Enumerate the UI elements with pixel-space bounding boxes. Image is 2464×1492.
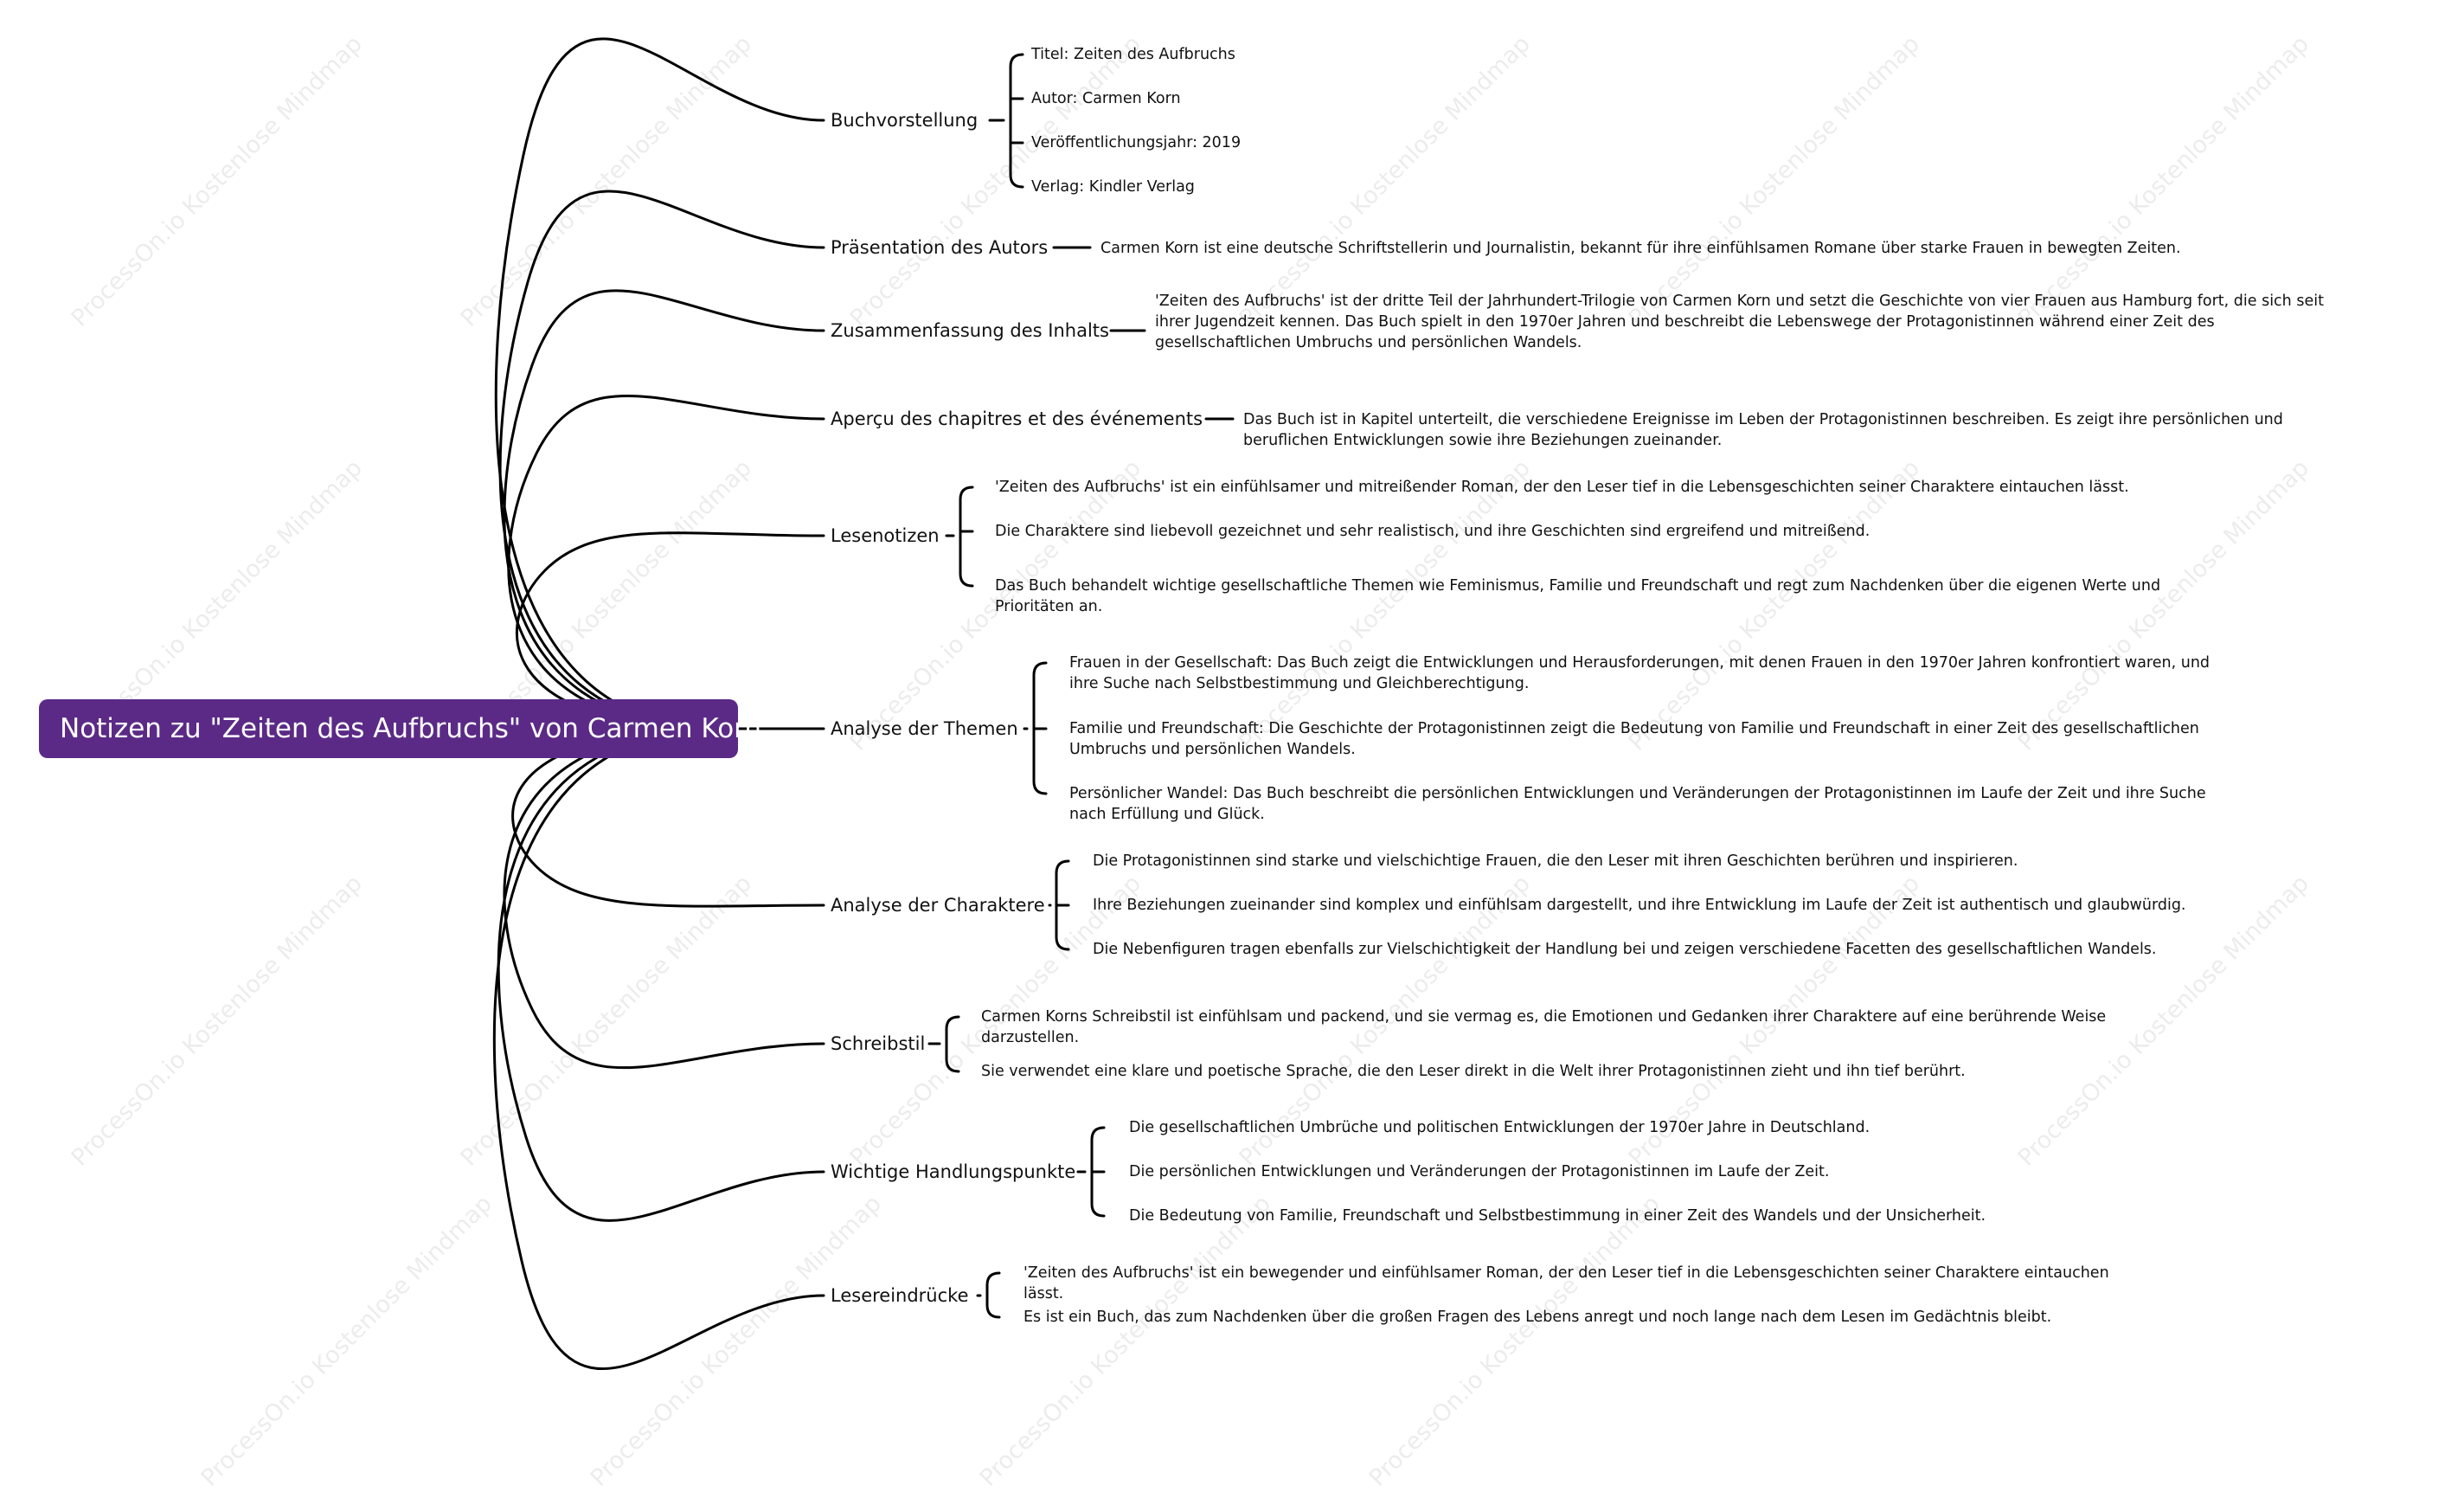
leaf-zusammenfassung-1[interactable]: 'Zeiten des Aufbruchs' ist der dritte Te… <box>1155 293 2324 351</box>
connector-root-apercu <box>507 394 825 730</box>
leaf-charaktere-3[interactable]: Die Nebenfiguren tragen ebenfalls zur Vi… <box>1093 941 2157 958</box>
connector-root-schreibstil <box>503 727 825 1070</box>
leaf-buchvorstellung-2[interactable]: Autor: Carmen Korn <box>1031 90 1181 107</box>
leaf-buchvorstellung-3[interactable]: Veröffentlichungsjahr: 2019 <box>1031 134 1242 151</box>
leaf-schreibstil-1[interactable]: Carmen Korns Schreibstil ist einfühlsam … <box>981 1008 2107 1046</box>
topic-zusammenfassung[interactable]: Zusammenfassung des Inhalts <box>831 320 1109 341</box>
leaf-lesereindruecke-1[interactable]: 'Zeiten des Aufbruchs' ist ein bewegende… <box>1023 1264 2109 1302</box>
topic-praesentation-autor[interactable]: Präsentation des Autors <box>831 237 1049 258</box>
leaf-buchvorstellung-1[interactable]: Titel: Zeiten des Aufbruchs <box>1031 46 1235 63</box>
connector-root-praesentation-autor <box>498 190 825 730</box>
leaf-themen-2[interactable]: Familie und Freundschaft: Die Geschichte… <box>1069 720 2199 758</box>
leaf-handlungspunkte-3[interactable]: Die Bedeutung von Familie, Freundschaft … <box>1129 1207 1986 1225</box>
bracket-lesenotizen <box>959 486 974 588</box>
leaf-themen-3[interactable]: Persönlicher Wandel: Das Buch beschreibt… <box>1069 785 2206 823</box>
leaf-schreibstil-2[interactable]: Sie verwendet eine klare und poetische S… <box>981 1063 1966 1080</box>
leaf-charaktere-1[interactable]: Die Protagonistinnen sind starke und vie… <box>1093 852 2018 870</box>
connector-root-zusammenfassung <box>503 289 825 730</box>
leaf-lesenotizen-1[interactable]: 'Zeiten des Aufbruchs' ist ein einfühlsa… <box>995 479 2129 496</box>
bracket-buchvorstellung <box>1009 53 1024 189</box>
topic-apercu[interactable]: Aperçu des chapitres et des événements <box>831 408 1203 429</box>
bracket-lesereindruecke <box>985 1271 1001 1319</box>
root-topic[interactable]: Notizen zu "Zeiten des Aufbruchs" von Ca… <box>39 699 761 758</box>
leaf-lesenotizen-3[interactable]: Das Buch behandelt wichtige gesellschaft… <box>995 577 2161 615</box>
topic-lesereindruecke[interactable]: Lesereindrücke <box>831 1285 969 1306</box>
leaf-handlungspunkte-2[interactable]: Die persönlichen Entwicklungen und Verän… <box>1129 1163 1830 1180</box>
leaf-charaktere-2[interactable]: Ihre Beziehungen zueinander sind komplex… <box>1093 897 2186 914</box>
leaf-praesentation-autor-1[interactable]: Carmen Korn ist eine deutsche Schriftste… <box>1100 240 2181 257</box>
leaf-themen-1[interactable]: Frauen in der Gesellschaft: Das Buch zei… <box>1069 654 2211 692</box>
topic-themen[interactable]: Analyse der Themen <box>831 718 1018 739</box>
connector-root-buchvorstellung <box>494 37 825 730</box>
leaf-lesenotizen-2[interactable]: Die Charaktere sind liebevoll gezeichnet… <box>995 523 1870 540</box>
bracket-schreibstil <box>945 1015 960 1073</box>
leaf-apercu-1[interactable]: Das Buch ist in Kapitel unterteilt, die … <box>1243 411 2283 449</box>
connector-root-handlungspunkte <box>497 727 825 1222</box>
topic-handlungspunkte[interactable]: Wichtige Handlungspunkte <box>831 1161 1076 1182</box>
topic-charaktere[interactable]: Analyse der Charaktere <box>831 895 1045 916</box>
leaf-buchvorstellung-4[interactable]: Verlag: Kindler Verlag <box>1031 178 1195 196</box>
topic-buchvorstellung[interactable]: Buchvorstellung <box>831 110 979 131</box>
leaf-handlungspunkte-1[interactable]: Die gesellschaftlichen Umbrüche und poli… <box>1129 1119 1870 1136</box>
topic-schreibstil[interactable]: Schreibstil <box>831 1033 926 1054</box>
connector-root-lesereindruecke <box>492 727 825 1371</box>
leaf-lesereindruecke-2[interactable]: Es ist ein Buch, das zum Nachdenken über… <box>1023 1309 2052 1326</box>
topic-lesenotizen[interactable]: Lesenotizen <box>831 525 940 546</box>
